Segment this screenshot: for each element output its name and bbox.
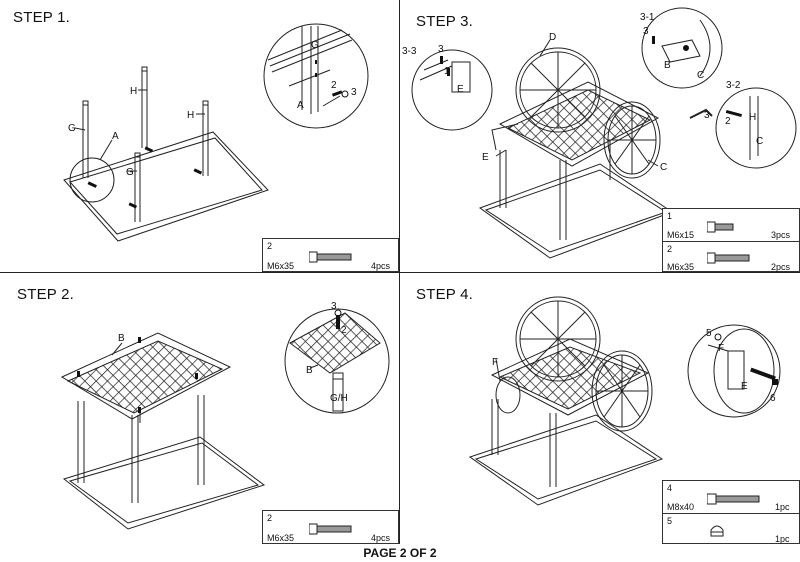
label-d: D: [549, 32, 556, 43]
label-e: E: [482, 152, 489, 163]
detail-label-6: 6: [770, 393, 776, 404]
part-spec: M8x40: [667, 502, 695, 512]
part-qty: 1pc: [775, 534, 790, 544]
bolt-icon: [707, 252, 750, 264]
part-spec: M6x35: [267, 533, 295, 543]
detail-3-2-label-h: H: [749, 112, 756, 123]
detail-3-3-label-3: 3: [438, 44, 444, 55]
part-number: 2: [667, 244, 673, 254]
detail-label-b: B: [306, 365, 313, 376]
bolt-icon: [309, 251, 352, 263]
step-1-parts-box: 2 M6x35 4pcs: [262, 238, 399, 272]
label-c: C: [660, 162, 667, 173]
part-number: 4: [667, 483, 673, 493]
detail-3-3-label-1: 1: [444, 66, 450, 77]
parts-row: 1 M6x15 3pcs: [663, 209, 799, 241]
step-1-panel: STEP 1. H H G A: [0, 0, 399, 272]
step-2-parts-box: 2 M6x35 4pcs: [262, 510, 399, 544]
label-h-1: H: [130, 86, 137, 97]
step-1-title: STEP 1.: [13, 9, 70, 26]
detail-3-2-label-3: 3: [704, 110, 710, 121]
detail-label-gh: G/H: [330, 393, 348, 404]
part-spec: M6x35: [267, 261, 295, 271]
detail-label-3: 3: [331, 301, 337, 312]
label-g-2: G: [126, 167, 134, 178]
step-2-title: STEP 2.: [17, 286, 74, 303]
detail-3-1-label-3: 3: [643, 26, 649, 37]
label-g-1: G: [68, 123, 76, 134]
label-3-3: 3-3: [402, 46, 417, 57]
step-4-illustration: F 5 F E 6: [468, 296, 781, 506]
step-3-parts-box: 1 M6x15 3pcs 2 M6x35 2pcs: [662, 208, 800, 272]
part-number: 5: [667, 516, 673, 526]
step-3-title: STEP 3.: [416, 13, 473, 30]
detail-label-5: 5: [706, 328, 712, 339]
step-4-parts-box: 4 M8x40 1pc 5 1pc: [662, 480, 800, 544]
step-3-panel: STEP 3.: [400, 0, 800, 272]
detail-label-g: G: [311, 40, 319, 51]
detail-label-a: A: [297, 100, 304, 111]
bolt-icon: [707, 221, 734, 233]
parts-row: 4 M8x40 1pc: [663, 481, 799, 513]
bolt-icon: [309, 523, 352, 535]
detail-3-2-label-2: 2: [725, 116, 731, 127]
detail-label-2: 2: [331, 80, 337, 91]
detail-label-e: E: [741, 381, 748, 392]
parts-row: 2 M6x35 2pcs: [663, 241, 799, 274]
part-qty: 4pcs: [371, 533, 391, 543]
step-4-title: STEP 4.: [416, 286, 473, 303]
part-qty: 1pc: [775, 502, 790, 512]
part-spec: M6x15: [667, 230, 695, 240]
step-2-panel: STEP 2. B: [0, 273, 399, 544]
step-1-illustration: H H G A G G 2 3 A: [63, 23, 369, 242]
parts-row: 2 M6x35 4pcs: [263, 511, 398, 545]
detail-3-1-label-b: B: [664, 60, 671, 71]
detail-label-3: 3: [351, 87, 357, 98]
step-3-illustration: D E C 3-3 3 1 E 3-1 3 B C 3-2 3 2 H C: [402, 7, 797, 259]
part-spec: M6x35: [667, 262, 695, 272]
detail-label-f: F: [718, 343, 724, 354]
part-qty: 3pcs: [771, 230, 791, 240]
part-qty: 2pcs: [771, 262, 791, 272]
cap-nut-icon: [710, 525, 724, 537]
detail-3-1-label-c: C: [697, 70, 704, 81]
label-h-2: H: [187, 110, 194, 121]
part-number: 1: [667, 211, 673, 221]
step-4-panel: STEP 4.: [400, 273, 800, 544]
step-2-illustration: B 3 2 B G/H: [60, 301, 390, 530]
label-3-2: 3-2: [726, 80, 741, 91]
label-b: B: [118, 333, 125, 344]
label-f: F: [492, 357, 498, 368]
bolt-icon: [707, 493, 760, 505]
horizontal-divider: [0, 272, 800, 273]
parts-row: 2 M6x35 4pcs: [263, 239, 398, 273]
page-number: PAGE 2 OF 2: [363, 546, 437, 560]
label-a: A: [112, 131, 119, 142]
parts-row: 5 1pc: [663, 513, 799, 546]
detail-label-2: 2: [341, 325, 347, 336]
detail-3-2-label-c: C: [756, 136, 763, 147]
detail-3-3-label-e: E: [457, 84, 464, 95]
part-qty: 4pcs: [371, 261, 391, 271]
label-3-1: 3-1: [640, 12, 655, 23]
part-number: 2: [267, 513, 273, 523]
part-number: 2: [267, 241, 273, 251]
